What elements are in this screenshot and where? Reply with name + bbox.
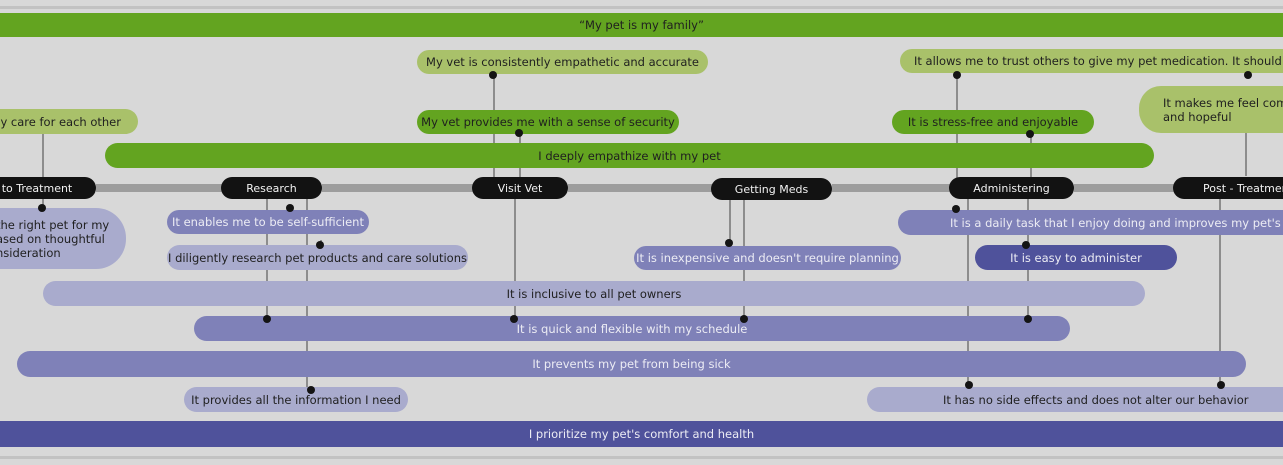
need-stress-free: It is stress-free and enjoyable: [892, 110, 1094, 134]
top-rule: [0, 6, 1283, 9]
timeline-segment: [1074, 184, 1174, 192]
need-prioritize: I prioritize my pet's comfort and health: [0, 421, 1283, 447]
connector-dot: [510, 315, 518, 323]
connector-dot: [286, 204, 294, 212]
need-empathize: I deeply empathize with my pet: [105, 143, 1154, 168]
connector-dot: [1024, 315, 1032, 323]
stage-to-treatment: to Treatment: [0, 177, 96, 199]
connector: [514, 196, 516, 320]
need-self-sufficient: It enables me to be self-sufficient: [167, 210, 369, 234]
need-no-side-effects: It has no side effects and does not alte…: [867, 387, 1283, 412]
connector-dot: [263, 315, 271, 323]
connector-dot: [316, 241, 324, 249]
need-provides-info: It provides all the information I need: [184, 387, 408, 412]
timeline-segment: [568, 184, 712, 192]
connector: [42, 128, 44, 182]
stage-administering: Administering: [949, 177, 1074, 199]
need-inexpensive: It is inexpensive and doesn't require pl…: [634, 246, 901, 270]
stage-research: Research: [221, 177, 322, 199]
need-research-products: I diligently research pet products and c…: [167, 245, 468, 270]
connector-dot: [489, 71, 497, 79]
connector-dot: [307, 386, 315, 394]
need-vet-security: My vet provides me with a sense of secur…: [417, 110, 679, 134]
need-vet-empathetic: My vet is consistently empathetic and ac…: [417, 50, 708, 74]
connector-dot: [952, 205, 960, 213]
need-quick-flexible: It is quick and flexible with my schedul…: [194, 316, 1070, 341]
need-trust-others: It allows me to trust others to give my …: [900, 49, 1283, 73]
connector-dot: [1244, 71, 1252, 79]
timeline-segment: [832, 184, 950, 192]
connector-dot: [965, 381, 973, 389]
connector: [1219, 196, 1221, 384]
stage-post-treatment: Post - Treatment: [1173, 177, 1283, 199]
connector-dot: [1022, 241, 1030, 249]
connector: [42, 192, 44, 208]
bottom-rule: [0, 456, 1283, 459]
connector: [729, 200, 731, 244]
need-inclusive: It is inclusive to all pet owners: [43, 281, 1145, 306]
need-comfort-hopeful: It makes me feel comf and hopeful: [1139, 86, 1283, 133]
need-prevents-sick: It prevents my pet from being sick: [17, 351, 1246, 377]
connector-dot: [38, 204, 46, 212]
need-easy-administer: It is easy to administer: [975, 245, 1177, 270]
connector-dot: [740, 315, 748, 323]
stage-getting-meds: Getting Meds: [711, 178, 832, 200]
family-bar: “My pet is my family”: [0, 13, 1283, 37]
stage-visit-vet: Visit Vet: [472, 177, 568, 199]
connector-dot: [1026, 130, 1034, 138]
need-right-pet: the right pet for my ased on thoughtful …: [0, 208, 126, 269]
timeline-segment: [322, 184, 474, 192]
connector-dot: [515, 129, 523, 137]
connector-dot: [725, 239, 733, 247]
connector-dot: [1217, 381, 1225, 389]
connector: [1245, 130, 1247, 176]
timeline-segment: [96, 184, 222, 192]
need-care-each-other: ally care for each other: [0, 109, 138, 134]
need-daily-task: It is a daily task that I enjoy doing an…: [898, 210, 1283, 235]
connector-dot: [953, 71, 961, 79]
